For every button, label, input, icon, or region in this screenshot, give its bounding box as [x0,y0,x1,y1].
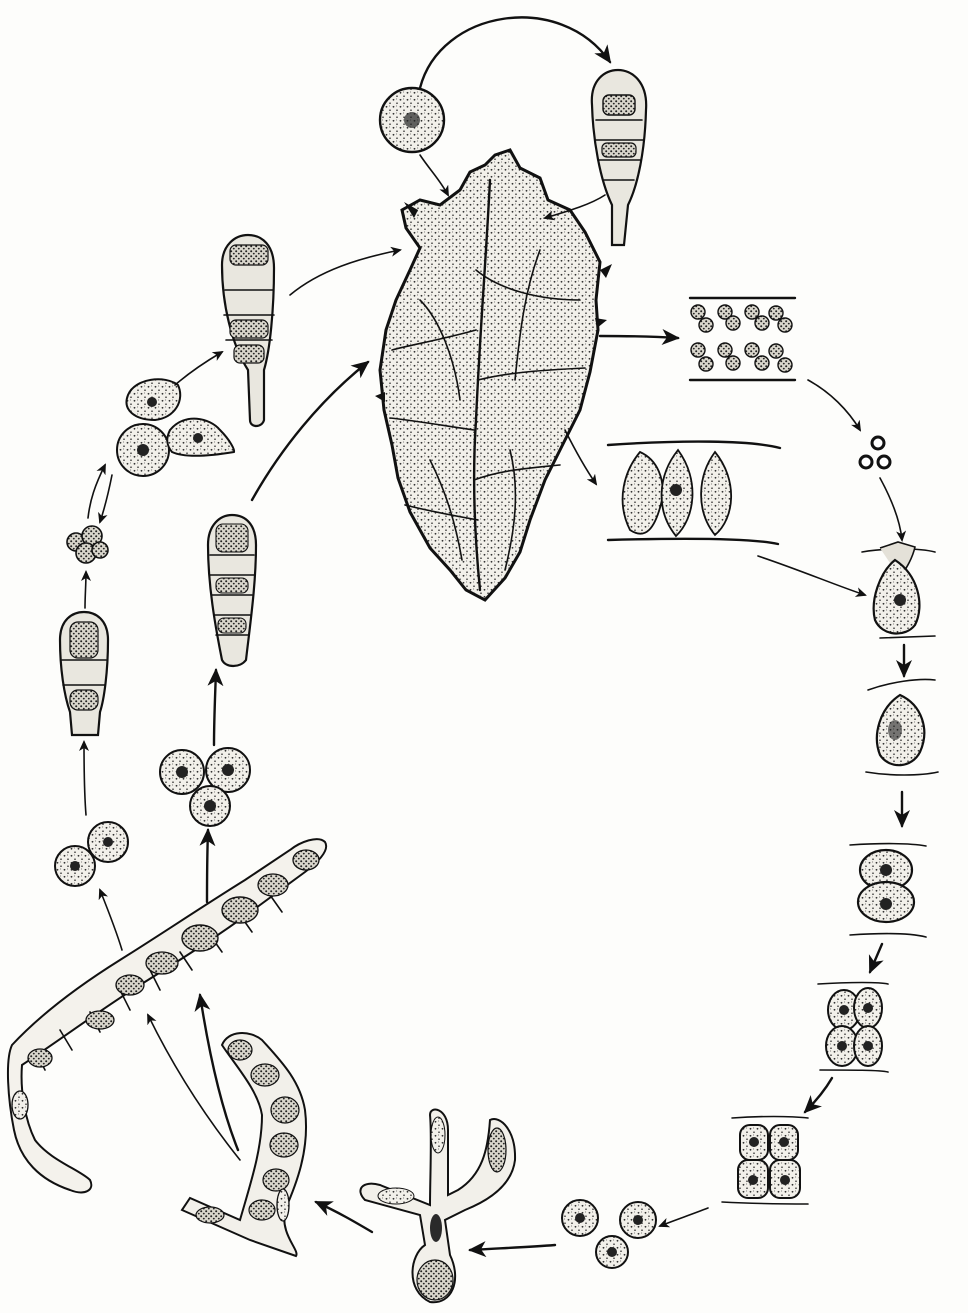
arrow-germ-to-filament [200,995,238,1150]
arrow-thallus-to-tetrads [600,336,678,338]
amoeboid-cells-icon [117,379,234,476]
arrow-amoeboid-down [100,475,112,522]
arrow-sporangium-to-spores [660,1208,708,1226]
arrow-filament-to-triplet [207,830,208,902]
top-spore-icon [380,88,444,152]
arrow-spores-to-branched [470,1245,555,1250]
paired-spores-left-icon [55,822,128,886]
arrow-germ-to-filament-thin [148,1015,240,1160]
arrow-amoeboid-to-ascus [175,352,222,385]
arrow-thallus-to-fusiform [565,430,596,484]
four-cell-stage-icon [818,983,888,1073]
small-spores-icon [860,437,890,468]
thallus-icon [375,150,612,600]
tetrad-cells-icon [690,298,795,380]
arrow-tetrads-to-zoospores [808,380,860,430]
lower-left-ascus-icon [60,612,108,735]
arrow-spores-to-lower-ascus [84,742,86,815]
spore-cluster-icon [67,526,108,563]
arrow-top-arc [420,17,610,88]
arrow-left-ascus-to-thallus [290,250,400,295]
arrow-cell-down-3 [870,944,882,972]
arrow-cell-down-4 [805,1078,832,1112]
rhombic-cell-icon [866,679,938,775]
bottom-spores-icon [562,1200,656,1268]
arrow-triplet-to-inner-ascus [214,670,216,745]
fusiform-cells-icon [608,442,780,544]
top-ascus-icon [592,70,646,245]
inner-ascus-icon [208,515,256,666]
arrow-inner-ascus-to-thallus [252,362,368,500]
left-ascus-icon [222,235,274,426]
spore-triplet-icon [160,748,250,826]
germinating-filament-icon [182,1033,306,1256]
arrow-spore-to-thallus [420,155,448,195]
arrow-filament-to-paired-spores [100,890,122,950]
arrow-zoospores-to-cell [880,478,902,540]
branched-germling-icon [360,1110,515,1303]
arrow-to-cluster [85,572,86,608]
sporangium-cells-icon [722,1117,808,1205]
two-cell-stage-icon [850,844,926,937]
arrow-cluster-up [88,465,105,518]
arrow-fusiform-to-cell [758,556,865,595]
arrow-branched-to-germ [316,1202,372,1232]
attached-cell-icon [862,542,935,638]
